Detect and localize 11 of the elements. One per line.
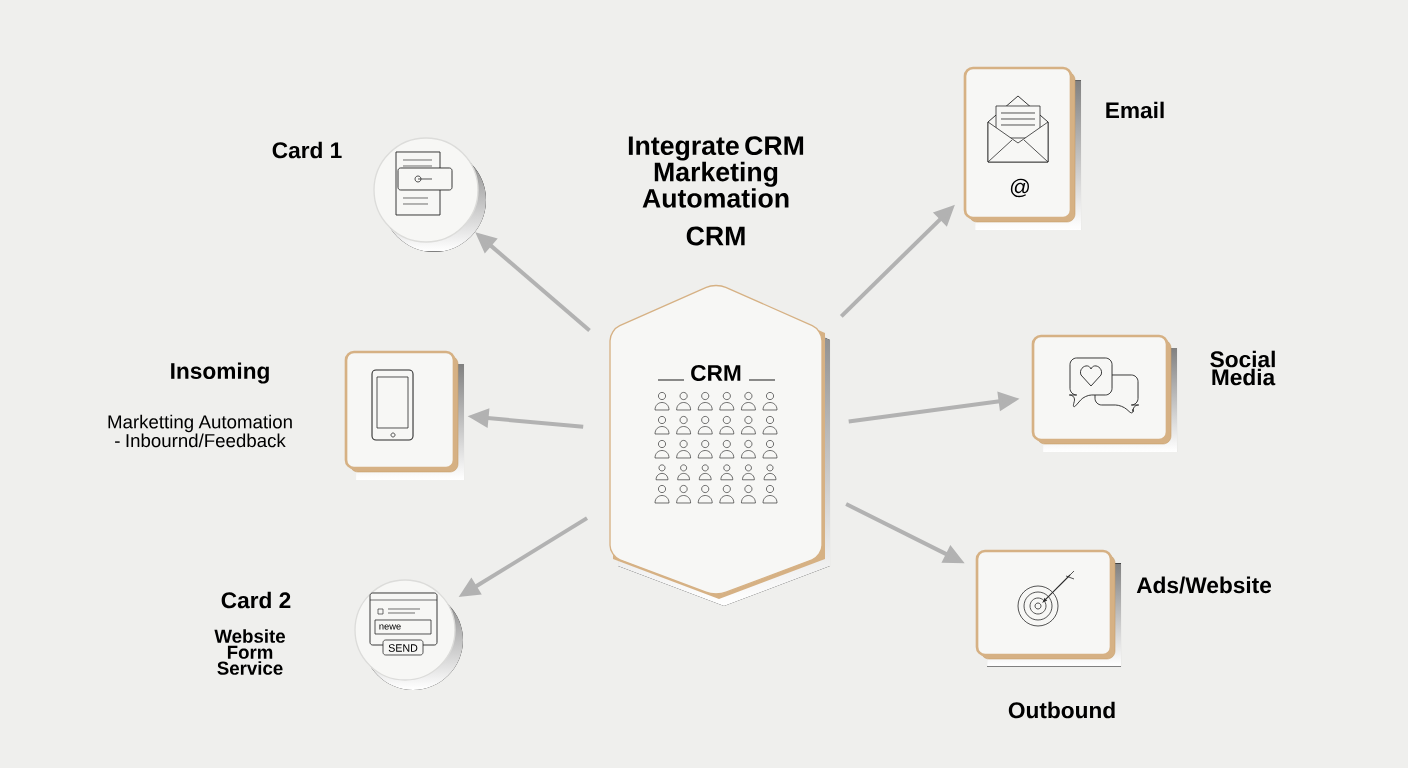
card-label: Card 1 <box>272 141 342 159</box>
title-text: Integrate CRM Marketing Automation <box>628 136 804 208</box>
channel-label: Social Media <box>1210 350 1276 386</box>
description-text: Marketting Automation - Inbournd/Feedback <box>108 414 292 448</box>
card-label: Card 2 <box>221 591 291 609</box>
channel-label: Ads/Website <box>1136 576 1272 594</box>
caption-text: Outbound <box>1008 701 1115 719</box>
channel-label: Email <box>1106 101 1164 119</box>
heading-text: Insoming <box>171 362 269 384</box>
title-text: CRM <box>686 226 745 246</box>
description-text: Website Form Service <box>214 629 285 675</box>
